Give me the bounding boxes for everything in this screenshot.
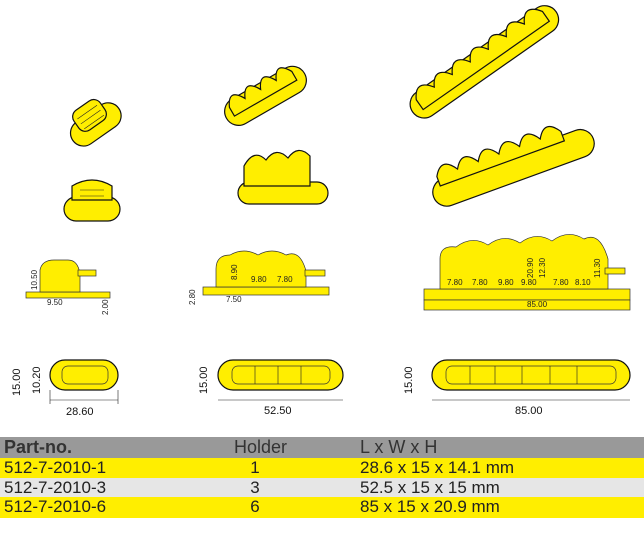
iso-view-large-bottom <box>432 125 595 207</box>
dimensions: 52.5 x 15 x 15 mm <box>360 478 500 497</box>
dim-length: 85.00 <box>515 405 543 417</box>
part-no: 512-7-2010-3 <box>4 478 107 497</box>
dim-base: 2.00 <box>101 299 110 315</box>
dim-inner: 10.20 <box>31 366 43 394</box>
iso-view-medium-top <box>224 65 307 126</box>
dim-pitch: 8.10 <box>575 278 591 287</box>
iso-view-large-top <box>409 5 560 119</box>
dim-height: 12.30 <box>538 257 547 278</box>
side-view-large: 7.80 7.80 9.80 9.80 7.80 8.10 20.90 12.3… <box>423 234 631 311</box>
dim-end: 7.50 <box>226 295 242 304</box>
dim-pitch: 9.80 <box>498 278 514 287</box>
iso-view-small-bottom <box>63 179 121 222</box>
table-row: 512-7-2010-1 1 28.6 x 15 x 14.1 mm <box>0 458 644 478</box>
dim-pitch: 9.80 <box>521 278 537 287</box>
dim-height: 10.50 <box>30 269 39 290</box>
top-view-medium: 15.00 52.50 <box>198 359 344 417</box>
dim-width: 15.00 <box>198 366 210 394</box>
dim-pitch: 7.80 <box>447 278 463 287</box>
dim-height: 8.90 <box>230 264 239 280</box>
header-dims: L x W x H <box>360 437 438 457</box>
table-row: 512-7-2010-6 6 85 x 15 x 20.9 mm <box>0 497 644 518</box>
dimensions: 28.6 x 15 x 14.1 mm <box>360 458 515 477</box>
holder-count: 6 <box>250 497 260 516</box>
dim-length: 85.00 <box>527 300 548 309</box>
dim-pitch: 7.80 <box>277 275 293 284</box>
dim-base: 2.80 <box>188 289 197 305</box>
part-no: 512-7-2010-1 <box>4 458 107 477</box>
iso-view-small-top <box>69 98 122 147</box>
holder-count: 1 <box>250 458 260 477</box>
dim-length: 28.60 <box>66 406 94 418</box>
dimensions: 85 x 15 x 20.9 mm <box>360 497 500 516</box>
header-part: Part-no. <box>4 437 73 457</box>
top-view-small: 15.00 10.20 28.60 <box>11 359 119 418</box>
dim-width: 9.50 <box>47 298 63 307</box>
side-view-small: 10.50 9.50 2.00 <box>25 259 111 315</box>
dim-pitch: 7.80 <box>553 278 569 287</box>
table-row: 512-7-2010-3 3 52.5 x 15 x 15 mm <box>0 478 644 497</box>
technical-drawings: 10.50 9.50 2.00 8.90 9.80 7.80 2.80 7.50… <box>11 5 631 418</box>
iso-view-medium-bottom <box>237 149 329 205</box>
table-header: Part-no. Holder L x W x H <box>0 437 644 458</box>
dim-width: 15.00 <box>11 368 23 396</box>
spec-table: Part-no. Holder L x W x H 512-7-2010-1 1… <box>0 437 644 518</box>
header-holder: Holder <box>234 437 288 457</box>
top-view-large: 15.00 85.00 <box>403 359 631 417</box>
dim-pitch: 9.80 <box>251 275 267 284</box>
side-view-medium: 8.90 9.80 7.80 2.80 7.50 <box>188 250 330 305</box>
dim-height: 11.30 <box>593 258 602 278</box>
part-no: 512-7-2010-6 <box>4 497 107 516</box>
dim-length: 52.50 <box>264 405 292 417</box>
dim-height: 20.90 <box>526 257 535 278</box>
holder-count: 3 <box>250 478 260 497</box>
dim-pitch: 7.80 <box>472 278 488 287</box>
dim-width: 15.00 <box>403 366 415 394</box>
